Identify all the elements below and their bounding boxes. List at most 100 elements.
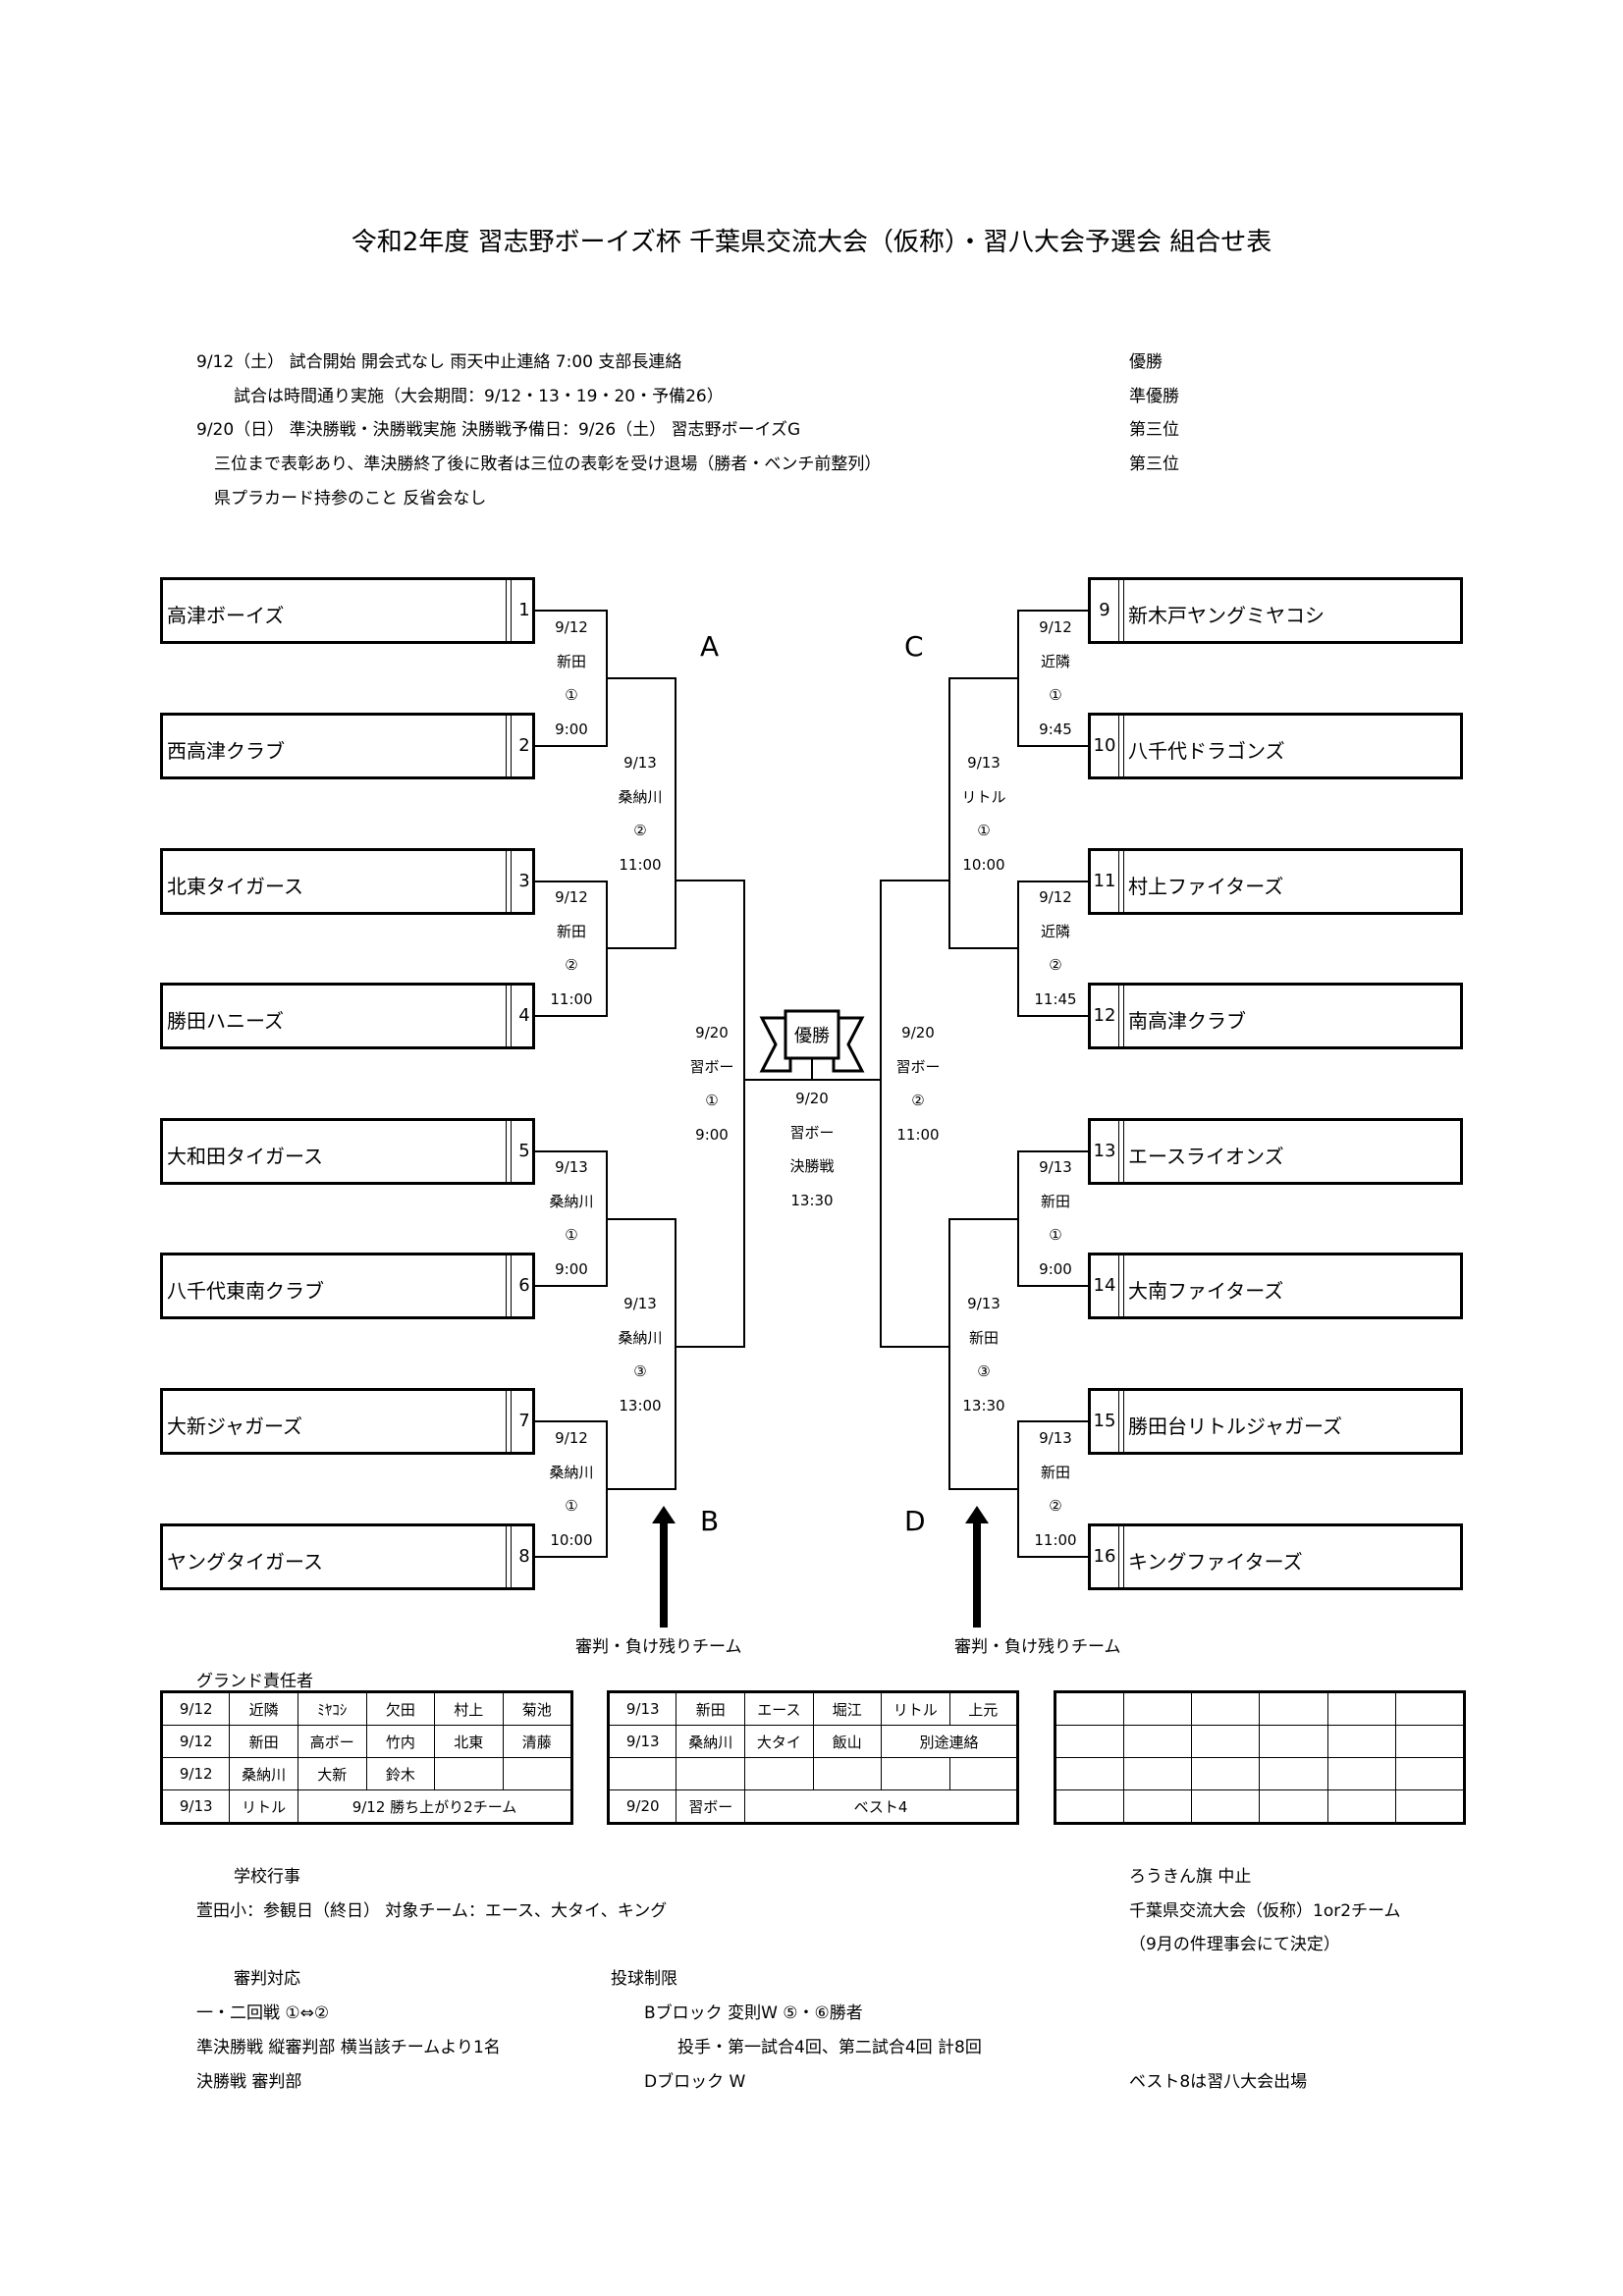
table-cell bbox=[607, 1757, 677, 1790]
match-date: 9/12 bbox=[1039, 618, 1072, 636]
team-name: 西高津クラブ bbox=[167, 739, 285, 763]
block-label-b: B bbox=[700, 1505, 720, 1537]
match-venue: 新田 bbox=[556, 652, 586, 670]
match-venue: 桑納川 bbox=[618, 1328, 663, 1347]
block-label-d: D bbox=[904, 1505, 926, 1537]
bracket-line bbox=[948, 677, 1018, 949]
table-cell: 竹内 bbox=[365, 1725, 436, 1758]
team-name: 南高津クラブ bbox=[1128, 1009, 1246, 1033]
table-cell: 9/12 勝ち上がり2チーム bbox=[297, 1789, 573, 1824]
table-cell bbox=[1055, 1691, 1124, 1726]
match-venue: 新田 bbox=[1040, 1192, 1070, 1210]
table-cell: 9/12 bbox=[160, 1757, 231, 1790]
pitch-line-3: Dブロック W bbox=[644, 2072, 746, 2092]
team-slot-7: 大新ジャガーズ 7 bbox=[160, 1388, 535, 1455]
match-venue: リトル bbox=[961, 787, 1006, 806]
match-venue: 新田 bbox=[556, 922, 586, 940]
right-note-1: ろうきん旗 中止 bbox=[1129, 1867, 1252, 1887]
page-title: 令和2年度 習志野ボーイズ杯 千葉県交流大会（仮称）・習八大会予選会 組合せ表 bbox=[351, 228, 1272, 257]
team-slot-14: 14 大南ファイターズ bbox=[1088, 1253, 1463, 1319]
table-cell: 別途連絡 bbox=[880, 1725, 1019, 1758]
trophy-ribbon-icon bbox=[759, 1009, 865, 1080]
match-date: 9/12 bbox=[1039, 888, 1072, 906]
match-venue: 近隣 bbox=[1040, 652, 1070, 670]
table-cell: 9/13 bbox=[160, 1789, 231, 1824]
team-number: 13 bbox=[1093, 1141, 1116, 1161]
match-time: 10:00 bbox=[550, 1530, 593, 1549]
match-time: 9:00 bbox=[555, 1259, 588, 1278]
match-time: 9:00 bbox=[695, 1125, 729, 1144]
team-slot-4: 勝田ハニーズ 4 bbox=[160, 983, 535, 1049]
award-third-1: 第三位 bbox=[1129, 420, 1179, 440]
table-cell bbox=[1122, 1757, 1192, 1790]
table-cell: 高ボー bbox=[297, 1725, 367, 1758]
match-number: ① bbox=[705, 1092, 719, 1109]
table-cell bbox=[1326, 1757, 1397, 1790]
bracket-line bbox=[948, 1218, 1018, 1490]
match-date: 9/20 bbox=[901, 1024, 935, 1041]
school-line: 萱田小：参観日（終日） 対象チーム：エース、大タイ、キング bbox=[196, 1901, 668, 1921]
referee-note-right: 審判・負け残りチーム bbox=[954, 1637, 1121, 1657]
match-date: 9/13 bbox=[623, 754, 657, 772]
team-slot-6: 八千代東南クラブ 6 bbox=[160, 1253, 535, 1319]
team-number: 10 bbox=[1093, 735, 1116, 756]
table-cell: リトル bbox=[229, 1789, 298, 1824]
referee-note-left: 審判・負け残りチーム bbox=[575, 1637, 742, 1657]
team-slot-1: 高津ボーイズ 1 bbox=[160, 577, 535, 644]
team-name: ヤングタイガース bbox=[167, 1550, 323, 1574]
team-name: 大新ジャガーズ bbox=[167, 1415, 302, 1438]
match-number: ② bbox=[633, 822, 647, 839]
team-number: 3 bbox=[518, 871, 530, 891]
table-cell: 9/20 bbox=[607, 1789, 677, 1824]
note-line-1: 9/12（土） 試合開始 開会式なし 雨天中止連絡 7:00 支部長連絡 bbox=[196, 352, 682, 372]
school-heading: 学校行事 bbox=[234, 1867, 300, 1887]
ground-table-3 bbox=[1054, 1690, 1466, 1825]
team-slot-13: 13 エースライオンズ bbox=[1088, 1118, 1463, 1185]
table-cell bbox=[1190, 1757, 1261, 1790]
match-venue: 習ボー bbox=[789, 1123, 835, 1142]
umpire-heading: 審判対応 bbox=[234, 1969, 300, 1989]
table-cell bbox=[1395, 1789, 1465, 1824]
team-name: 八千代ドラゴンズ bbox=[1128, 739, 1285, 763]
match-date: 9/13 bbox=[623, 1295, 657, 1312]
table-row bbox=[1055, 1691, 1465, 1726]
table-cell bbox=[1122, 1725, 1192, 1758]
match-date: 9/20 bbox=[695, 1024, 729, 1041]
table-cell bbox=[1259, 1789, 1328, 1824]
match-number: ① bbox=[1049, 1226, 1062, 1244]
table-cell: 堀江 bbox=[812, 1691, 882, 1726]
table-cell: ﾐﾔｺｼ bbox=[297, 1691, 367, 1726]
table-cell: 菊池 bbox=[502, 1691, 573, 1726]
table-cell bbox=[948, 1757, 1019, 1790]
award-third-2: 第三位 bbox=[1129, 454, 1179, 474]
match-time: 13:30 bbox=[790, 1191, 834, 1209]
table-cell bbox=[1055, 1789, 1124, 1824]
note-line-2: 試合は時間通り実施（大会期間：9/12・13・19・20・予備26） bbox=[234, 387, 724, 406]
team-slot-5: 大和田タイガース 5 bbox=[160, 1118, 535, 1185]
table-cell bbox=[1055, 1757, 1124, 1790]
table-row bbox=[1055, 1725, 1465, 1758]
table-cell: ベスト4 bbox=[744, 1789, 1018, 1824]
match-number: ① bbox=[1049, 686, 1062, 704]
match-number: ③ bbox=[977, 1362, 991, 1380]
pitch-line-1: Bブロック 変則W ⑤・⑥勝者 bbox=[644, 2003, 863, 2023]
bracket-line bbox=[880, 880, 949, 1348]
match-date: 9/13 bbox=[967, 1295, 1001, 1312]
award-winner: 優勝 bbox=[1129, 352, 1163, 372]
match-number: ③ bbox=[633, 1362, 647, 1380]
team-slot-2: 西高津クラブ 2 bbox=[160, 713, 535, 779]
table-cell bbox=[1122, 1691, 1192, 1726]
table-cell: 9/12 bbox=[160, 1725, 231, 1758]
match-number: 決勝戦 bbox=[789, 1157, 835, 1175]
team-slot-9: 9 新木戸ヤングミヤコシ bbox=[1088, 577, 1463, 644]
team-name: 北東タイガース bbox=[167, 875, 303, 898]
table-cell: 新田 bbox=[676, 1691, 746, 1726]
table-cell bbox=[676, 1757, 746, 1790]
table-cell bbox=[1190, 1691, 1261, 1726]
table-cell bbox=[1259, 1725, 1328, 1758]
team-name: 大和田タイガース bbox=[167, 1145, 323, 1168]
